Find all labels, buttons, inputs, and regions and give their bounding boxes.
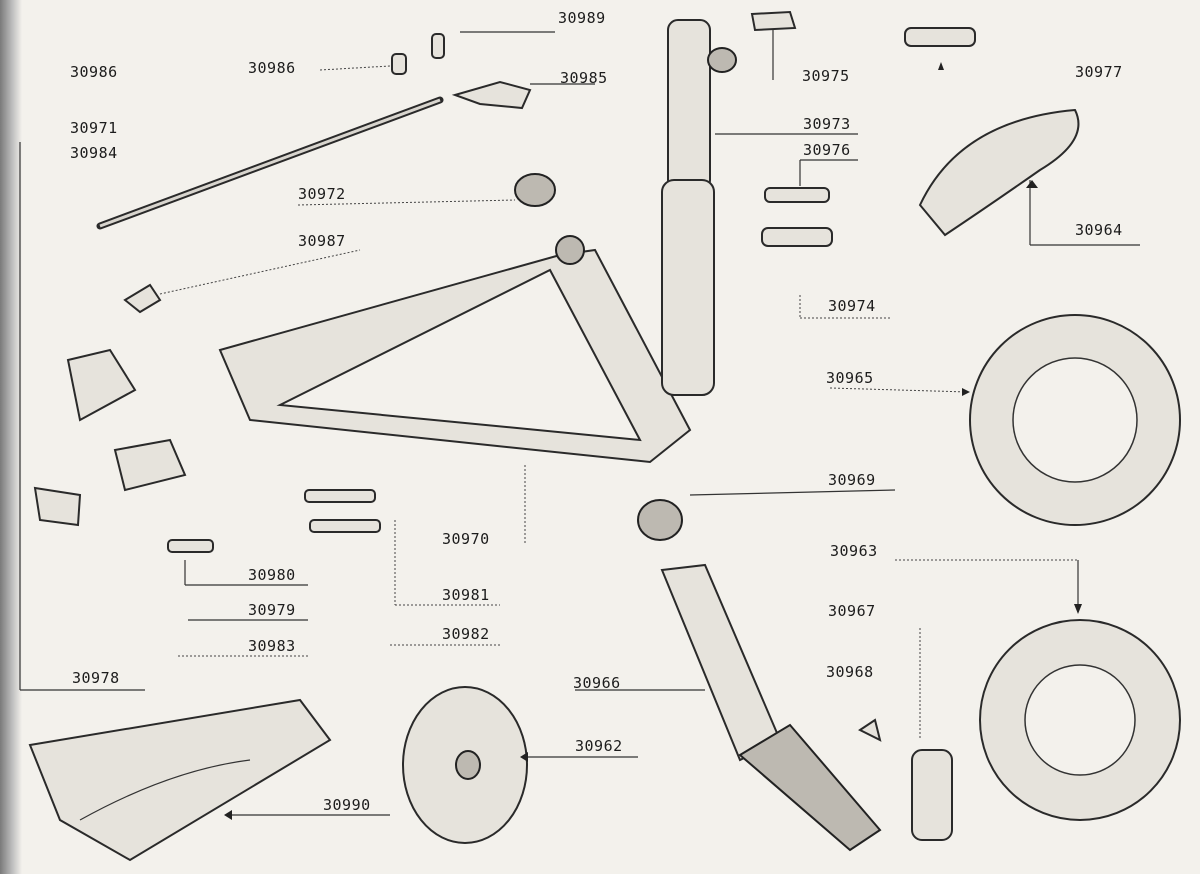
part-label-30985: 30985 bbox=[560, 69, 608, 87]
a-frame-30970 bbox=[218, 235, 692, 464]
part-label-30976: 30976 bbox=[803, 141, 851, 159]
part-label-30962: 30962 bbox=[575, 737, 623, 755]
part-label-30983: 30983 bbox=[248, 637, 296, 655]
part-label-30978: 30978 bbox=[72, 669, 120, 687]
part-label-30972: 30972 bbox=[298, 185, 346, 203]
clamp-30983 bbox=[113, 438, 187, 492]
fairing-30990 bbox=[28, 698, 332, 862]
part-label-30968: 30968 bbox=[826, 663, 874, 681]
part-label-30970: 30970 bbox=[442, 530, 490, 548]
part-label-30974: 30974 bbox=[828, 297, 876, 315]
axle-30967 bbox=[911, 749, 953, 841]
clamp-30979 bbox=[66, 348, 137, 422]
pin-30981 bbox=[304, 489, 381, 533]
clip-30987 bbox=[123, 283, 162, 314]
leader-arrows bbox=[224, 62, 1082, 820]
wheel-30965 bbox=[969, 314, 1181, 526]
part-label-30971: 30971 bbox=[70, 119, 118, 137]
part-label-30980: 30980 bbox=[248, 566, 296, 584]
part-label-30984: 30984 bbox=[70, 144, 118, 162]
part-label-30969: 30969 bbox=[828, 471, 876, 489]
part-label-30966: 30966 bbox=[573, 674, 621, 692]
part-label-30986-left: 30986 bbox=[70, 63, 118, 81]
part-label-30989: 30989 bbox=[558, 9, 606, 27]
part-label-30979: 30979 bbox=[248, 601, 296, 619]
bracket-30985 bbox=[451, 80, 532, 110]
part-label-30975: 30975 bbox=[802, 67, 850, 85]
part-label-30967: 30967 bbox=[828, 602, 876, 620]
wheel-30963 bbox=[979, 619, 1181, 821]
clip-30978 bbox=[33, 486, 82, 527]
part-label-30986: 30986 bbox=[248, 59, 296, 77]
part-label-30981: 30981 bbox=[442, 586, 490, 604]
part-label-30973: 30973 bbox=[803, 115, 851, 133]
clip-30968 bbox=[858, 718, 882, 742]
bolt-30976 bbox=[764, 187, 830, 203]
pin-30977 bbox=[904, 27, 976, 47]
part-label-30987: 30987 bbox=[298, 232, 346, 250]
bushing-30969 bbox=[637, 499, 683, 541]
part-label-30963: 30963 bbox=[830, 542, 878, 560]
leg-30966 bbox=[660, 563, 882, 852]
bolt-30989 bbox=[431, 33, 445, 59]
scan-shadow-edge bbox=[0, 0, 22, 874]
tie-rod bbox=[96, 96, 444, 230]
shock-absorber-30973 bbox=[661, 19, 737, 396]
hub-30962 bbox=[402, 686, 528, 844]
part-label-30977: 30977 bbox=[1075, 63, 1123, 81]
leader-lines bbox=[19, 30, 1140, 816]
part-label-30965: 30965 bbox=[826, 369, 874, 387]
pin-30980 bbox=[167, 539, 214, 553]
part-label-30964: 30964 bbox=[1075, 221, 1123, 239]
part-label-30990: 30990 bbox=[323, 796, 371, 814]
bolt-30974 bbox=[761, 227, 833, 247]
bushing-30972 bbox=[514, 173, 556, 207]
bolt-30986 bbox=[391, 53, 407, 75]
fairing-30964 bbox=[918, 108, 1080, 237]
part-label-30982: 30982 bbox=[442, 625, 490, 643]
bracket-30975 bbox=[750, 10, 797, 32]
